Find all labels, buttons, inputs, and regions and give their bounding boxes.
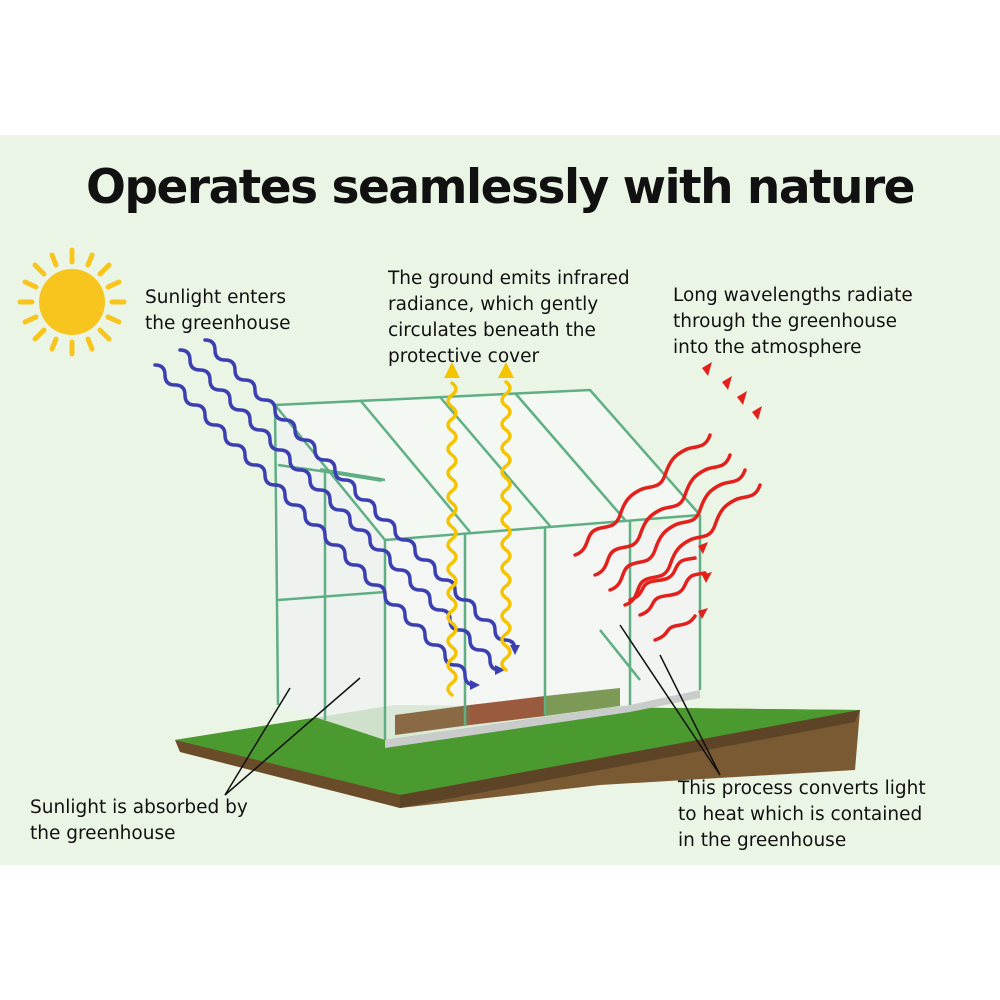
grass-ground [175,705,860,808]
page-title: Operates seamlessly with nature [85,160,916,215]
leader-lines [224,624,721,796]
long-wavelengths-label: Long wavelengths radiate through the gre… [673,285,913,358]
sunlight-enters-label: Sunlight enters the greenhouse [145,287,291,334]
sun-icon [17,247,127,357]
heat-waves [573,362,762,642]
infrared-waves [444,362,514,697]
process-label: This process converts light to heat whic… [678,778,926,851]
absorbed-label: Sunlight is absorbed by the greenhouse [30,797,248,844]
greenhouse [273,388,702,748]
ground-emits-label: The ground emits infrared radiance, whic… [388,268,630,367]
